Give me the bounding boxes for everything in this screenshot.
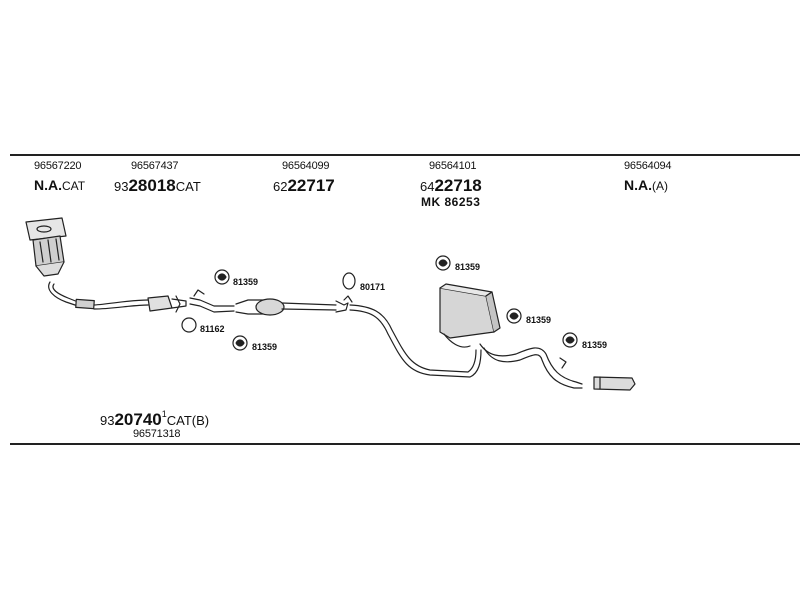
flex-section-icon xyxy=(147,295,187,313)
part-1-number: 96567220 xyxy=(34,160,82,172)
bottom-code-sup: 1 xyxy=(161,409,167,419)
part-2-code: 9328018CAT xyxy=(114,177,201,194)
bottom-rule xyxy=(10,443,800,445)
rubber-mount-icon-3 xyxy=(232,335,248,351)
bottom-code-suffix: CAT(B) xyxy=(166,413,210,428)
part-3-number: 96564099 xyxy=(282,160,330,172)
fitting-label-1: 81359 xyxy=(233,277,259,287)
fitting-label-7: 81359 xyxy=(582,340,608,350)
rear-pipe-icon xyxy=(349,304,482,378)
rear-muffler-icon xyxy=(439,283,501,348)
part-1-code-suffix: CAT xyxy=(62,179,86,193)
part-5-code-suffix: (A) xyxy=(652,179,668,193)
part-4-code-prefix: 64 xyxy=(420,179,435,194)
fitting-label-3: 81359 xyxy=(252,342,278,352)
part-5-code: N.A.(A) xyxy=(624,178,668,192)
bottom-code-bold: 20740 xyxy=(114,410,162,429)
bottom-code-prefix: 93 xyxy=(100,413,115,428)
part-4-code-bold: 22718 xyxy=(434,176,482,195)
top-rule xyxy=(10,154,800,156)
ring-clamp-icon-2 xyxy=(181,317,197,333)
part-5-code-bold: N.A. xyxy=(624,177,652,193)
rubber-mount-icon-7 xyxy=(562,332,578,348)
gasket-icon-4 xyxy=(342,272,356,290)
part-5-number: 96564094 xyxy=(624,160,672,172)
part-1-code-bold: N.A. xyxy=(34,177,62,193)
part-4-code: 6422718 xyxy=(420,177,482,194)
part-4-mk: MK 86253 xyxy=(421,195,481,209)
rubber-mount-icon-5 xyxy=(435,255,451,271)
intermediate-pipe-icon xyxy=(189,297,349,316)
part-2-code-suffix: CAT xyxy=(175,179,201,194)
rubber-mount-icon-1 xyxy=(214,269,230,285)
part-2-code-prefix: 93 xyxy=(114,179,129,194)
part-3-code-bold: 22717 xyxy=(287,176,335,195)
part-3-code-prefix: 62 xyxy=(273,179,288,194)
fitting-label-6: 81359 xyxy=(526,315,552,325)
fitting-label-2: 81162 xyxy=(200,324,225,334)
part-2-code-bold: 28018 xyxy=(128,176,176,195)
fitting-label-4: 80171 xyxy=(360,282,386,292)
hanger-icon xyxy=(343,295,353,303)
bottom-code: 93207401CAT(B) xyxy=(100,409,210,429)
down-pipe-icon xyxy=(48,281,149,310)
part-1-code: N.A.CAT xyxy=(34,178,85,192)
bottom-number: 96571318 xyxy=(133,428,181,440)
manifold-catalyst-icon xyxy=(25,217,67,277)
part-3-code: 6222717 xyxy=(273,177,335,194)
part-4-number: 96564101 xyxy=(429,160,477,172)
tail-pipe-icon xyxy=(479,343,583,389)
rubber-mount-icon-6 xyxy=(506,308,522,324)
tail-trim-icon xyxy=(593,376,636,391)
fitting-label-5: 81359 xyxy=(455,262,481,272)
hanger-icon xyxy=(193,289,205,297)
part-2-number: 96567437 xyxy=(131,160,179,172)
